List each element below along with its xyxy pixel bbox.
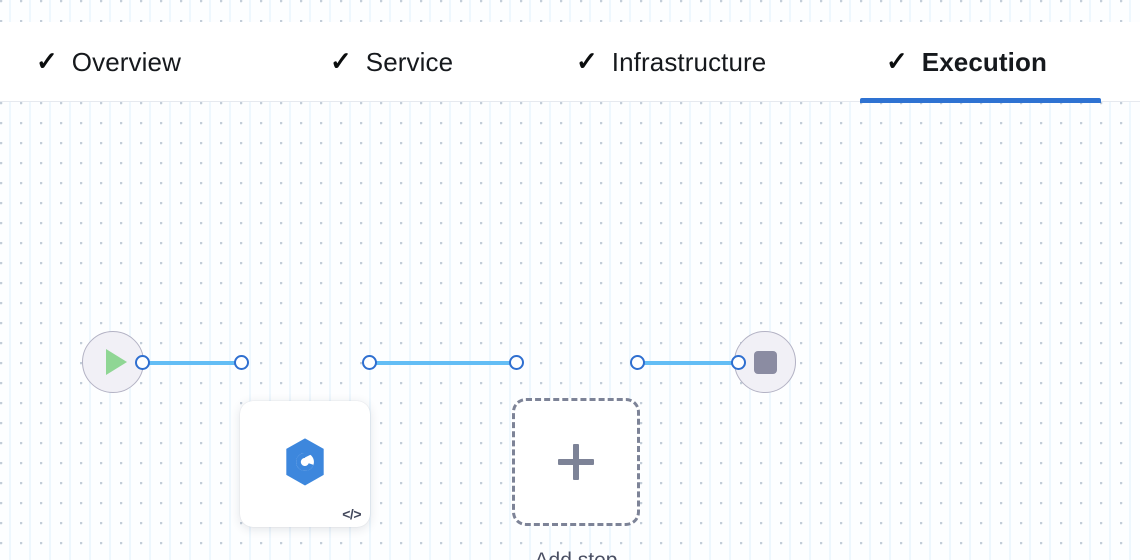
pipeline-tab-bar: ✓ Overview ✓ Service ✓ Infrastructure ✓ …: [0, 22, 1140, 103]
check-icon: ✓: [886, 46, 908, 76]
start-node[interactable]: [82, 331, 144, 393]
execution-graph: </> Rollout Deployment Add step: [0, 102, 1140, 560]
canvas-background-top: [0, 0, 1140, 22]
stop-icon: [753, 350, 777, 374]
rollout-hexagon-icon: [286, 438, 324, 486]
port-add-input[interactable]: [509, 355, 524, 370]
tab-infrastructure[interactable]: ✓ Infrastructure: [576, 22, 766, 102]
check-icon: ✓: [36, 46, 58, 76]
edge-step-to-add: [364, 361, 522, 365]
canvas-background[interactable]: [0, 102, 1140, 560]
port-step-input[interactable]: [234, 355, 249, 370]
port-step-output[interactable]: [362, 355, 377, 370]
add-step-label: Add step: [476, 540, 676, 560]
edge-start-to-step: [136, 361, 248, 365]
tab-overview[interactable]: ✓ Overview: [36, 22, 181, 102]
port-add-output[interactable]: [630, 355, 645, 370]
active-tab-indicator: [860, 98, 1101, 103]
plus-icon: [558, 444, 594, 480]
code-icon: </>: [342, 506, 361, 522]
tab-service-label: Service: [365, 47, 454, 77]
edge-add-to-end: [632, 361, 744, 365]
tab-service[interactable]: ✓ Service: [330, 22, 453, 102]
step-node-rollout-deployment[interactable]: </>: [240, 401, 370, 527]
add-step-node[interactable]: [512, 398, 640, 526]
tab-overview-label: Overview: [71, 47, 181, 77]
tab-infrastructure-label: Infrastructure: [611, 47, 767, 77]
port-end-input[interactable]: [731, 355, 746, 370]
end-node[interactable]: [734, 331, 796, 393]
check-icon: ✓: [576, 46, 598, 76]
port-start-output[interactable]: [135, 355, 150, 370]
step-node-label: Rollout Deployment: [195, 542, 415, 560]
play-icon: [106, 349, 127, 375]
tab-execution-label: Execution: [921, 47, 1047, 77]
check-icon: ✓: [330, 46, 352, 76]
tab-execution[interactable]: ✓ Execution: [860, 22, 1101, 103]
